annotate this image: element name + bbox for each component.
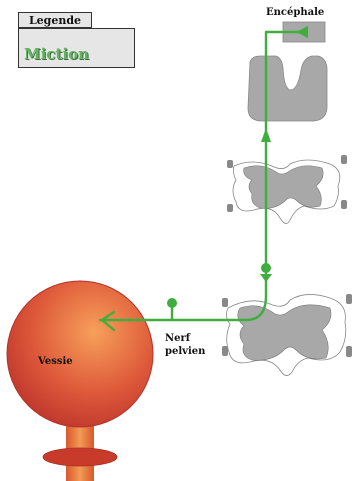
- arrow-up-icon: [261, 128, 271, 142]
- urethral-sphincter: [43, 448, 117, 466]
- legend-item-miction: Miction: [24, 45, 89, 63]
- synapse-dot-cord: [261, 263, 271, 273]
- bladder: [7, 281, 153, 427]
- label-nerf-pelvien: Nerf pelvien: [165, 332, 205, 358]
- legend-title: Legende: [18, 12, 92, 28]
- arrow-lower-icon: [260, 274, 272, 282]
- brainstem-shape: [248, 56, 327, 121]
- label-nerf-line1: Nerf: [165, 332, 205, 345]
- label-nerf-line2: pelvien: [165, 345, 205, 358]
- label-vessie: Vessie: [38, 355, 73, 368]
- label-encephale: Encéphale: [266, 6, 324, 19]
- spinal-cord-lower: [222, 294, 352, 376]
- synapse-dot-nerve: [167, 298, 177, 308]
- spinal-cord-upper: [227, 155, 347, 224]
- legend-box: Miction: [18, 28, 135, 68]
